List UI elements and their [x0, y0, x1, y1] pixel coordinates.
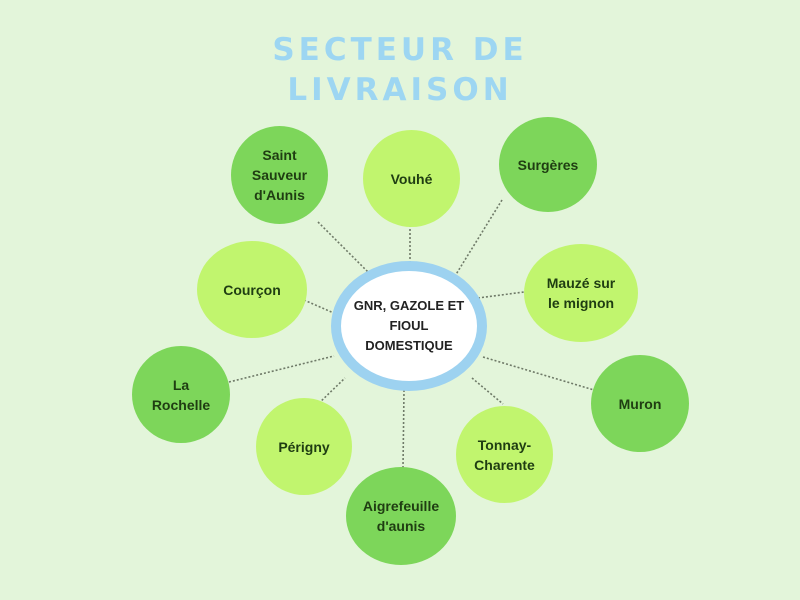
node-saint-sauveur: Saint Sauveur d'Aunis [231, 126, 328, 224]
link-perigny [315, 377, 346, 407]
node-label: Périgny [278, 438, 330, 455]
center-hub: GNR, GAZOLE ET FIOUL DOMESTIQUE [331, 261, 487, 391]
link-saint-sauveur [317, 221, 371, 275]
node-label: Mauzé sur le mignon [546, 275, 616, 311]
node-label: Muron [618, 395, 662, 412]
node-label: La Rochelle [151, 376, 211, 413]
node-la-rochelle: La Rochelle [132, 346, 230, 443]
node-muron: Muron [591, 355, 689, 452]
node-label: Courçon [223, 281, 281, 298]
link-la-rochelle [228, 355, 335, 383]
node-perigny: Périgny [256, 398, 352, 495]
node-label: Saint Sauveur d'Aunis [251, 147, 308, 203]
link-muron [482, 356, 595, 391]
node-label: Vouhé [390, 170, 433, 187]
link-tonnay-charente [471, 377, 504, 405]
link-aigrefeuille [402, 389, 405, 469]
node-aigrefeuille: Aigrefeuille d'aunis [346, 467, 456, 565]
node-courcon: Courçon [197, 241, 307, 338]
link-surgeres [454, 199, 503, 277]
diagram-title: SECTEUR DE LIVRAISON [0, 30, 800, 110]
node-surgeres: Surgères [499, 117, 597, 212]
node-label: Tonnay-Charente [474, 436, 535, 473]
node-tonnay-charente: Tonnay-Charente [456, 406, 553, 503]
center-label: GNR, GAZOLE ET FIOUL DOMESTIQUE [353, 298, 465, 353]
node-label: Surgères [517, 156, 579, 173]
node-vouhe: Vouhé [363, 130, 460, 227]
link-courcon [303, 299, 337, 315]
node-label: Aigrefeuille d'aunis [362, 498, 440, 534]
title-line-2: LIVRAISON [287, 72, 513, 108]
node-mauze: Mauzé sur le mignon [524, 244, 638, 342]
link-mauze [477, 291, 525, 299]
title-line-1: SECTEUR DE [272, 32, 528, 68]
